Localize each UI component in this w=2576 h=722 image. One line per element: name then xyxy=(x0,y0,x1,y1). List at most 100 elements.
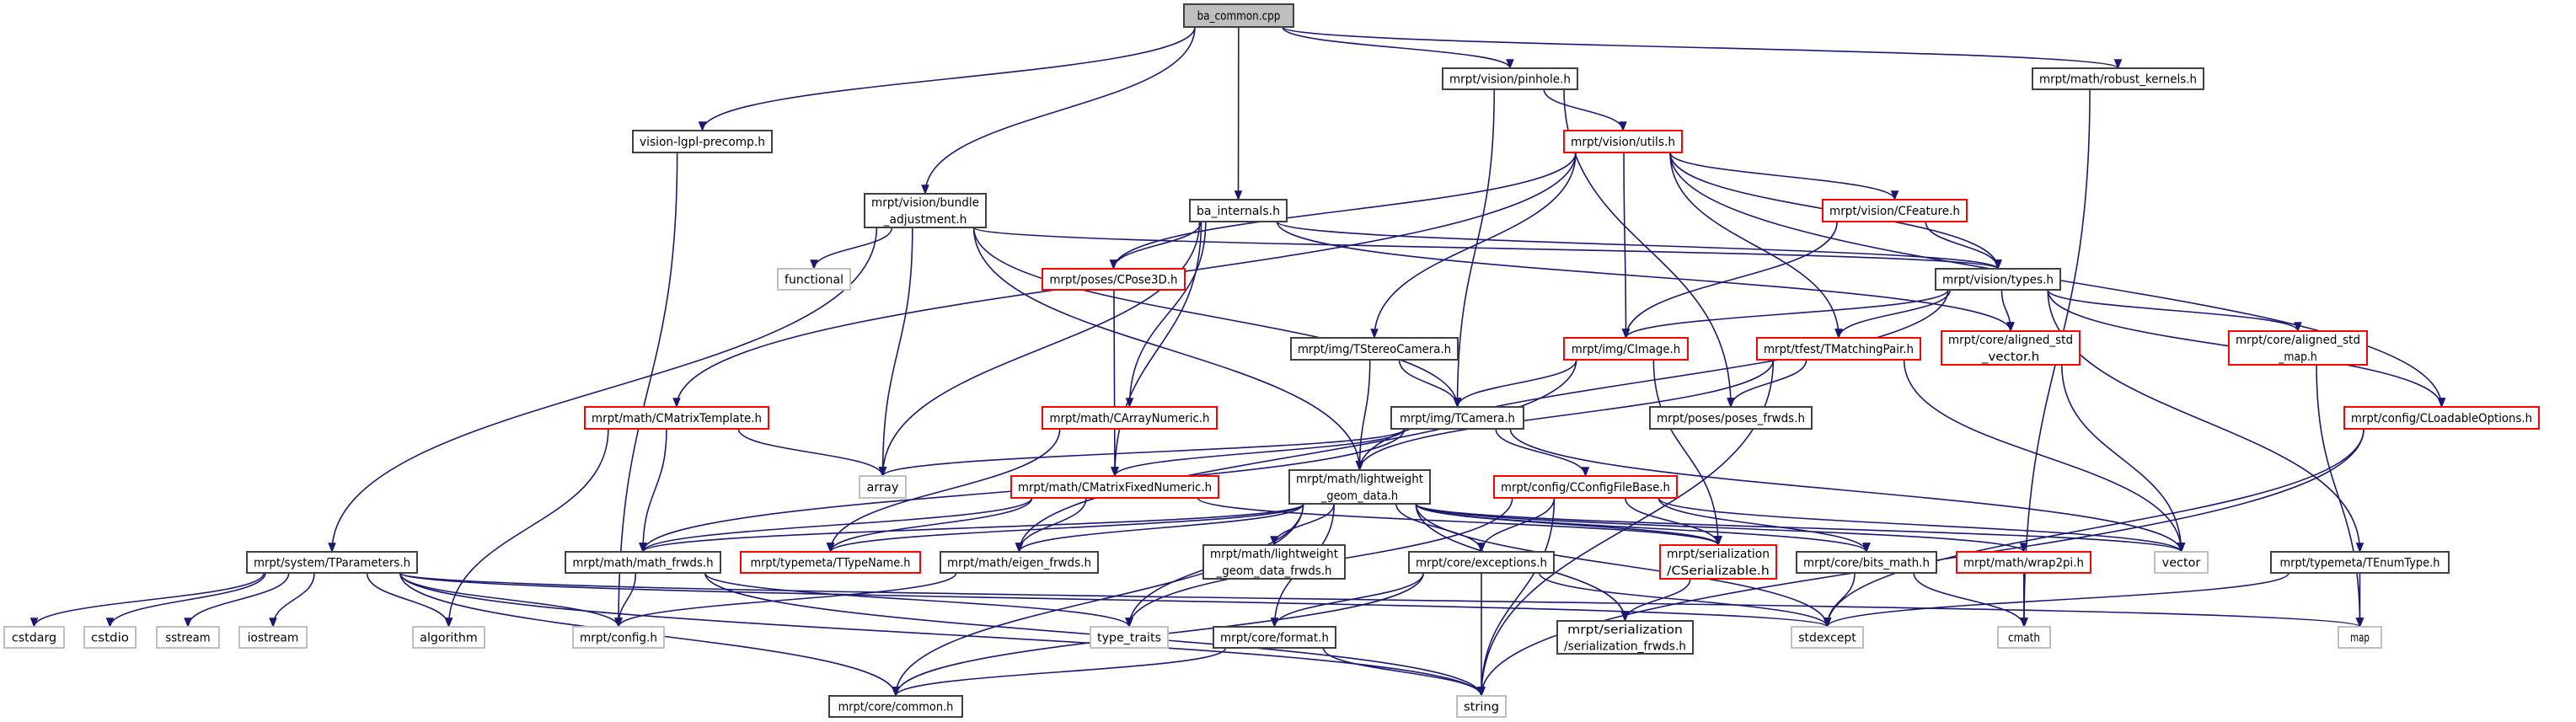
node-exceptions[interactable]: mrpt/core/exceptions.h xyxy=(1408,551,1555,574)
node-box xyxy=(1202,544,1346,580)
node-label: mrpt/tfest/TMatchingPair.h xyxy=(1764,343,1914,356)
node-tmatching[interactable]: mrpt/tfest/TMatchingPair.h xyxy=(1756,337,1921,361)
edge-cconfig-to-string xyxy=(1477,497,1556,698)
edge-exceptions-to-stdexcept xyxy=(1539,572,1832,628)
edge-bitsmath-to-cmath xyxy=(1913,572,2028,628)
node-cmattemplate[interactable]: mrpt/math/CMatrixTemplate.h xyxy=(584,406,769,430)
edge-types-to-tmatching xyxy=(1834,289,1952,340)
edge-format-to-common xyxy=(892,647,1227,698)
node-ttypename[interactable]: mrpt/typemeta/TTypeName.h xyxy=(740,551,921,574)
node-serialfrwds[interactable]: mrpt/serialization/serialization_frwds.h xyxy=(1556,620,1694,655)
node-tenum[interactable]: mrpt/typemeta/TEnumType.h xyxy=(2270,551,2450,574)
node-bundle[interactable]: mrpt/vision/bundle_adjustment.h xyxy=(864,193,987,228)
node-mathfrwds[interactable]: mrpt/math/math_frwds.h xyxy=(565,551,721,574)
edge-lwgeom-to-eigenfrwds xyxy=(1015,503,1304,554)
node-almap[interactable]: mrpt/core/aligned_std _map.h xyxy=(2228,330,2368,366)
node-utils[interactable]: mrpt/vision/utils.h xyxy=(1563,130,1683,153)
node-wrap2pi[interactable]: mrpt/math/wrap2pi.h xyxy=(1956,551,2091,574)
node-lwfrwds[interactable]: mrpt/math/lightweight_geom_data_frwds.h xyxy=(1202,544,1346,580)
node-box xyxy=(246,551,418,574)
node-cimage[interactable]: mrpt/img/CImage.h xyxy=(1563,337,1689,361)
node-label: mrpt/math/CArrayNumeric.h xyxy=(1050,412,1210,425)
node-functional: functional xyxy=(777,268,851,291)
edge-cconfig-to-vector xyxy=(1658,497,2186,554)
node-box xyxy=(2228,330,2368,366)
node-box xyxy=(1659,544,1777,580)
node-cmatfixed[interactable]: mrpt/math/CMatrixFixedNumeric.h xyxy=(1010,475,1219,499)
node-bainternals[interactable]: ba_internals.h xyxy=(1189,199,1288,222)
node-label: mrpt/core/aligned_std xyxy=(2236,334,2360,347)
node-box xyxy=(740,551,921,574)
node-label: vision-lgpl-precomp.h xyxy=(640,136,765,149)
node-label: string xyxy=(1464,701,1499,714)
node-tcamera[interactable]: mrpt/img/TCamera.h xyxy=(1390,406,1524,430)
node-box xyxy=(1649,406,1813,430)
node-cconfig[interactable]: mrpt/config/CConfigFileBase.h xyxy=(1493,475,1678,499)
node-box xyxy=(2032,67,2204,90)
node-cserial[interactable]: mrpt/serialization/CSerializable.h xyxy=(1659,544,1777,580)
node-lgpl[interactable]: vision-lgpl-precomp.h xyxy=(632,130,773,153)
node-label: mrpt/math/wrap2pi.h xyxy=(1963,557,2084,570)
node-label: mrpt/core/common.h xyxy=(838,701,954,714)
edge-tparams-to-algorithm xyxy=(366,572,453,628)
node-posesfrwds[interactable]: mrpt/poses/poses_frwds.h xyxy=(1649,406,1813,430)
edge-types-to-lwgeom xyxy=(1355,289,1949,472)
edge-utils-to-cfeature xyxy=(1669,152,1899,201)
edge-cconfig-to-exceptions xyxy=(1477,497,1556,554)
node-stdexcept: stdexcept xyxy=(1791,626,1864,649)
edge-lwgeom-to-bitsmath xyxy=(1415,503,1871,554)
node-tparams[interactable]: mrpt/system/TParameters.h xyxy=(246,551,418,574)
node-box xyxy=(940,551,1099,574)
node-cfeature[interactable]: mrpt/vision/CFeature.h xyxy=(1822,199,1968,222)
edge-cconfig-to-cserial xyxy=(1624,497,1722,547)
node-alvec[interactable]: mrpt/core/aligned_std_vector.h xyxy=(1941,330,2081,366)
edge-bainternals-to-array xyxy=(878,221,1201,478)
node-types[interactable]: mrpt/vision/types.h xyxy=(1935,268,2061,291)
node-bitsmath[interactable]: mrpt/core/bits_math.h xyxy=(1796,551,1937,574)
node-label: mrpt/config.h xyxy=(580,632,657,645)
node-map: map xyxy=(2338,626,2382,649)
edge-tparams-to-cstdio xyxy=(105,572,266,628)
edge-utils-to-tstereo xyxy=(1370,152,1577,340)
node-label: mrpt/math/math_frwds.h xyxy=(572,557,713,570)
node-label: mrpt/config/CConfigFileBase.h xyxy=(1501,481,1670,495)
edge-cmatfixed-to-cserial xyxy=(1197,497,1722,547)
edge-tcamera-to-vector xyxy=(1509,428,2186,554)
node-eigenfrwds[interactable]: mrpt/math/eigen_frwds.h xyxy=(940,551,1099,574)
node-label: iostream xyxy=(248,632,299,645)
node-cloadable[interactable]: mrpt/config/CLoadableOptions.h xyxy=(2343,406,2540,430)
node-robust[interactable]: mrpt/math/robust_kernels.h xyxy=(2032,67,2204,90)
node-lwgeom[interactable]: mrpt/math/lightweight_geom_data.h xyxy=(1288,469,1431,505)
node-label: array xyxy=(867,481,899,495)
edge-cimage-to-cserial xyxy=(1652,359,1722,547)
node-format[interactable]: mrpt/core/format.h xyxy=(1213,626,1336,649)
node-box xyxy=(1556,620,1694,655)
node-label: mrpt/core/format.h xyxy=(1220,632,1329,645)
node-box xyxy=(1563,337,1689,361)
node-label: mrpt/vision/utils.h xyxy=(1571,136,1675,149)
node-label: functional xyxy=(785,274,843,287)
node-label: mrpt/math/robust_kernels.h xyxy=(2039,73,2197,87)
edge-lgpl-to-config xyxy=(614,152,678,628)
edge-tparams-to-string xyxy=(399,572,1486,698)
edge-root-to-pinhole xyxy=(1282,26,1514,70)
node-label: mrpt/math/CMatrixFixedNumeric.h xyxy=(1018,481,1212,495)
edge-bainternals-to-cpose3d xyxy=(1109,221,1202,270)
node-tstereo[interactable]: mrpt/img/TStereoCamera.h xyxy=(1290,337,1459,361)
edge-cmattemplate-to-mathfrwds xyxy=(639,428,667,554)
node-label: _map.h xyxy=(2278,350,2316,364)
node-root[interactable]: ba_common.cpp xyxy=(1183,3,1294,28)
node-label: mrpt/typemeta/TEnumType.h xyxy=(2280,557,2440,570)
node-cpose3d[interactable]: mrpt/poses/CPose3D.h xyxy=(1042,268,1186,291)
node-pinhole[interactable]: mrpt/vision/pinhole.h xyxy=(1442,67,1578,90)
node-box xyxy=(3,626,65,649)
edge-tenum-to-stdexcept xyxy=(1823,572,2289,628)
node-common[interactable]: mrpt/core/common.h xyxy=(828,695,963,718)
edge-lwgeom-to-vector xyxy=(1415,503,2185,554)
node-box xyxy=(1941,330,2081,366)
node-sstream: sstream xyxy=(156,626,220,649)
node-label: _geom_data_frwds.h xyxy=(1216,564,1332,578)
node-carray[interactable]: mrpt/math/CArrayNumeric.h xyxy=(1042,406,1218,430)
edge-tstereo-to-lwgeom xyxy=(1355,359,1371,472)
node-box xyxy=(572,626,665,649)
